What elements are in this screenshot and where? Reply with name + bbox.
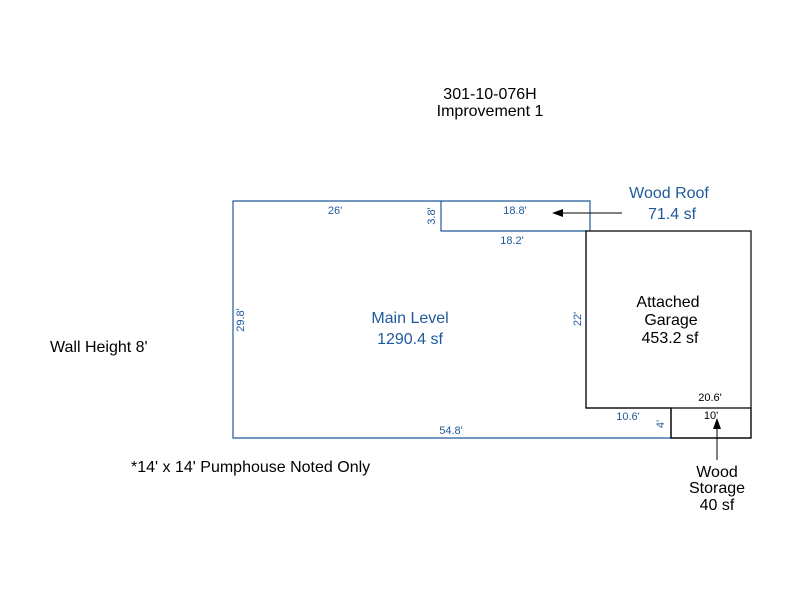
dim-roof-bottom: 18.2' (500, 235, 524, 247)
wood-storage-name-line2: Storage (689, 480, 745, 497)
wood-storage-arrow-head (713, 418, 721, 429)
dim-main-right: 22' (572, 312, 584, 326)
main-level-size: 1290.4 sf (377, 331, 443, 348)
dim-garage-left-bottom: 10.6' (616, 411, 640, 423)
garage-name-line1: Attached (636, 294, 699, 311)
main-level-name: Main Level (371, 310, 448, 327)
dim-roof-side: 3.8' (426, 207, 438, 224)
dim-garage-bottom: 20.6' (698, 392, 722, 404)
main-level-outline (232, 200, 672, 439)
wood-roof-size: 71.4 sf (648, 206, 697, 223)
wood-roof-outline (441, 200, 591, 231)
parcel-id: 301-10-076H (443, 86, 536, 103)
dim-storage-side: 4' (655, 420, 667, 428)
dim-main-bottom: 54.8' (439, 425, 463, 437)
wood-storage-name-line1: Wood (696, 464, 738, 481)
wood-roof-arrow-head (552, 209, 563, 217)
wood-storage-outline (670, 407, 752, 439)
pumphouse-note: *14' x 14' Pumphouse Noted Only (131, 459, 370, 476)
garage-name-line2: Garage (644, 312, 697, 329)
dim-storage-top: 10' (704, 410, 718, 422)
wood-roof-name: Wood Roof (629, 185, 709, 202)
wall-height-note: Wall Height 8' (50, 339, 148, 356)
wood-storage-size: 40 sf (700, 497, 735, 514)
dim-main-top: 26' (328, 205, 342, 217)
garage-size: 453.2 sf (642, 330, 699, 347)
improvement-title: Improvement 1 (437, 103, 544, 120)
dim-roof-top: 18.8' (503, 205, 527, 217)
dim-main-left: 29.8' (235, 308, 247, 332)
